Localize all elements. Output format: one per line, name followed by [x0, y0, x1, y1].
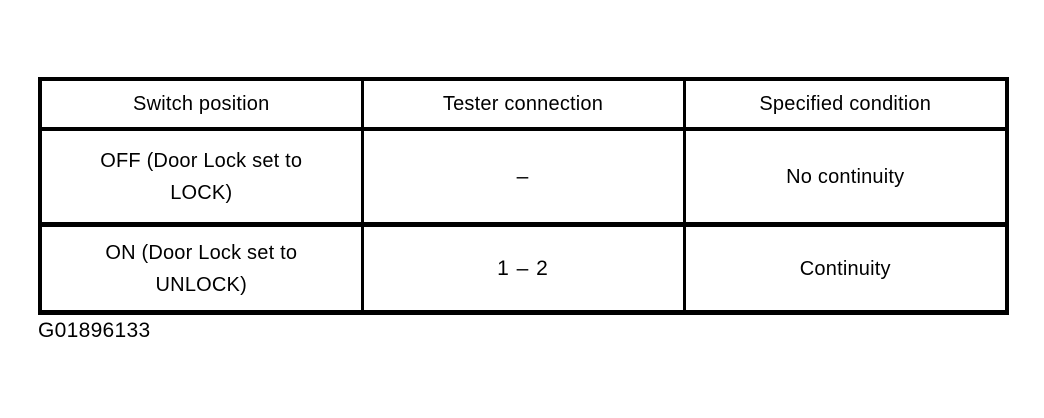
specified-condition-table: Switch position Tester connection Specif…: [38, 77, 1009, 315]
switch-position-on-line-2: UNLOCK): [155, 273, 247, 296]
cell-tester-connection-off: –: [360, 127, 686, 226]
switch-position-off-line-1: OFF (Door Lock set to: [100, 149, 303, 172]
cell-switch-position-off: OFF (Door Lock set to LOCK): [38, 127, 364, 226]
cell-specified-condition-off: No continuity: [682, 127, 1009, 226]
column-header-specified-condition: Specified condition: [682, 77, 1009, 131]
switch-position-on-line-1: ON (Door Lock set to: [105, 241, 298, 264]
cell-specified-condition-on: Continuity: [682, 222, 1009, 315]
table-header-row: Switch position Tester connection Specif…: [38, 77, 1009, 131]
cell-tester-connection-on: 1 – 2: [360, 222, 686, 315]
table-row: ON (Door Lock set to UNLOCK) 1 – 2 Conti…: [38, 222, 1009, 315]
column-header-switch-position: Switch position: [38, 77, 364, 131]
table-row: OFF (Door Lock set to LOCK) – No continu…: [38, 127, 1009, 226]
figure-caption: G01896133: [38, 319, 151, 342]
cell-switch-position-on: ON (Door Lock set to UNLOCK): [38, 222, 364, 315]
column-header-tester-connection: Tester connection: [360, 77, 686, 131]
switch-position-off-line-2: LOCK): [170, 181, 233, 204]
